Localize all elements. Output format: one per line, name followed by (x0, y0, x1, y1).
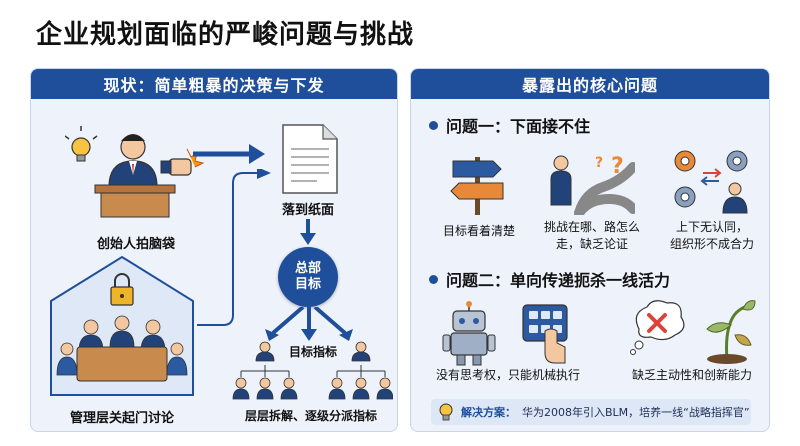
q1-item2-label: 挑战在哪、路怎么 走，缺乏论证 (537, 219, 647, 253)
bullet-icon (429, 120, 438, 130)
current-state-panel: 现状：简单粗暴的决策与下发 创始人拍脑袋 (30, 68, 398, 432)
hq-goal-circle: 总部 目标 (278, 247, 338, 307)
page-title: 企业规划面临的严峻问题与挑战 (36, 20, 415, 50)
connector-arrow-icon (197, 169, 271, 326)
core-issues-header: 暴露出的核心问题 (411, 69, 769, 99)
management-label: 管理层关起门讨论 (69, 411, 174, 426)
founder-label: 创始人拍脑袋 (96, 237, 175, 252)
founder-desk-icon (65, 126, 205, 218)
keypad-press-icon (522, 304, 568, 364)
solution-label: 解决方案： (461, 406, 516, 419)
arrow-down-icon (300, 219, 316, 245)
q2-item1-label: 没有思考权，只能机械执行 (435, 368, 580, 382)
split-arrows-icon (265, 307, 353, 341)
no-idea-icon (630, 300, 685, 355)
q1-item2-line1: 挑战在哪、路怎么 (543, 220, 640, 234)
current-state-header: 现状：简单粗暴的决策与下发 (31, 69, 397, 99)
robot-icon (442, 301, 496, 366)
solution-banner: 解决方案： 华为2008年引入BLM，培养一线“战略指挥官” (431, 399, 751, 425)
solution-text: 华为2008年引入BLM，培养一线“战略指挥官” (522, 406, 750, 419)
issue-one-title: 问题一：下面接不住 (446, 117, 591, 136)
paper-label: 落到纸面 (281, 203, 334, 218)
paper-document-icon (282, 124, 338, 194)
q1-item3-line2: 组织形不成合力 (669, 237, 754, 251)
goal-line1: 总部 (294, 261, 321, 276)
svg-text:?: ? (611, 154, 624, 179)
meeting-room-icon (50, 255, 194, 396)
q1-item3-label: 上下无认同， 组织形不成合力 (657, 219, 767, 253)
wilted-plant-icon (706, 300, 756, 364)
arrow-right-icon (193, 144, 265, 164)
svg-text:?: ? (595, 155, 603, 171)
lock-icon (110, 273, 134, 306)
lightbulb-icon (439, 403, 453, 421)
metrics-label: 目标指标 (288, 345, 337, 359)
issue-one-row: 问题一：下面接不住 (429, 113, 590, 137)
issue-two-row: 问题二：单向传递扼杀一线活力 (429, 267, 670, 291)
q1-item3-line1: 上下无认同， (675, 220, 748, 234)
gears-team-icon (674, 150, 748, 214)
goal-line2: 目标 (294, 277, 321, 292)
bullet-icon (429, 274, 438, 284)
confused-person-icon: ? ? (550, 154, 635, 215)
q1-item1-label: 目标看着清楚 (442, 224, 515, 238)
signpost-icon (450, 157, 504, 215)
core-issues-panel: 暴露出的核心问题 问题一：下面接不住 目标看着清楚 ? ? 挑战在哪、路怎么 走… (410, 68, 770, 432)
breakdown-label: 层层拆解、逐级分派指标 (244, 409, 377, 423)
lightbulb-icon (65, 126, 98, 162)
metrics-people-icon (255, 341, 371, 362)
q2-item2-label: 缺乏主动性和创新能力 (631, 368, 752, 382)
org-tree-icon (232, 365, 393, 400)
q1-item2-line2: 走，缺乏论证 (555, 237, 628, 251)
issue-two-title: 问题二：单向传递扼杀一线活力 (446, 271, 671, 290)
